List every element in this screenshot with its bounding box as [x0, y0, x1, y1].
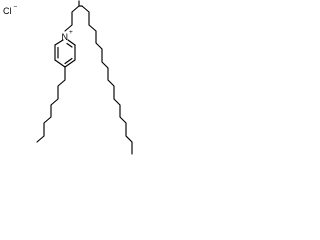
ring-bond-c4-c5 — [64, 59, 76, 68]
nitrogen-charge: + — [69, 29, 73, 36]
chloride-ion: Cl − — [3, 4, 18, 16]
ring-double-bond-c4-c5 — [64, 57, 73, 65]
pyridinium-nitrogen: N + — [62, 29, 74, 42]
nitrogen-label: N — [62, 32, 69, 42]
chemical-structure: Cl − N + — [3, 0, 133, 155]
ring-bond-c3-c4 — [54, 59, 66, 68]
chloride-charge: − — [14, 4, 18, 11]
octyl-chain — [36, 66, 66, 143]
ring-bond-c6-n — [67, 39, 76, 46]
chloride-label: Cl — [3, 6, 12, 16]
ring-double-bond-c6-n — [66, 42, 73, 48]
hexadecyl-chain — [64, 0, 80, 32]
ring-bond-n-c2 — [54, 39, 64, 46]
pyridinium-ring — [54, 39, 76, 68]
hexadecyl-chain-lower — [81, 5, 133, 155]
